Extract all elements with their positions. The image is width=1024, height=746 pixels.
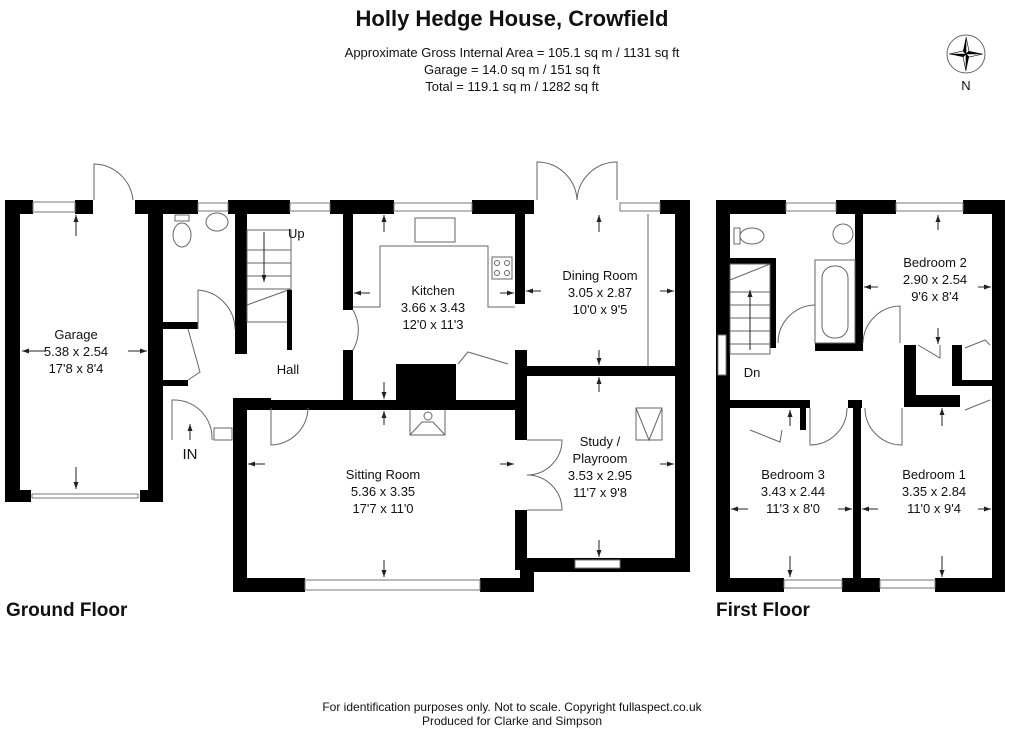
stairs-up-label: Up xyxy=(288,226,305,241)
ground-dimension-arrows xyxy=(22,215,674,577)
first-floor-label: First Floor xyxy=(716,600,810,621)
bedroom-1-metric: 3.35 x 2.84 xyxy=(902,484,966,499)
dining-room-name: Dining Room xyxy=(562,268,637,283)
bedroom-3-name: Bedroom 3 xyxy=(761,467,825,482)
compass-north-label: N xyxy=(961,78,970,92)
area-summary: Approximate Gross Internal Area = 105.1 … xyxy=(0,44,1024,95)
first-floor-stairs: Dn xyxy=(729,263,771,380)
sitting-room-imperial: 17'7 x 11'0 xyxy=(352,501,413,516)
dining-room-imperial: 10'0 x 9'5 xyxy=(573,302,628,317)
ground-stairs: Up xyxy=(246,226,305,350)
hall-label: Hall xyxy=(277,362,300,377)
sitting-room-name: Sitting Room xyxy=(346,467,420,482)
house-walls xyxy=(148,161,690,592)
first-floor-fixtures xyxy=(733,223,856,344)
kitchen-sink-icon xyxy=(414,217,456,243)
bedroom-1-name: Bedroom 1 xyxy=(902,467,966,482)
stairs-down-label: Dn xyxy=(744,365,761,380)
first-floor-plan: Dn Bedroom 2 2.90 x 2.54 9'6 x 8'4 B xyxy=(716,200,1005,592)
footer: For identification purposes only. Not to… xyxy=(0,700,1024,728)
hob-icon xyxy=(491,256,513,280)
gross-area-line: Approximate Gross Internal Area = 105.1 … xyxy=(344,45,680,60)
garage-name: Garage xyxy=(54,327,97,342)
ground-floor-plan: Up xyxy=(5,161,690,592)
fireplace-icon xyxy=(409,410,446,436)
garage-imperial: 17'8 x 8'4 xyxy=(49,361,104,376)
study-imperial: 11'7 x 9'8 xyxy=(573,485,627,500)
kitchen-name: Kitchen xyxy=(411,283,454,298)
bedroom-3-metric: 3.43 x 2.44 xyxy=(761,484,825,499)
study-name-line2: Playroom xyxy=(573,451,628,466)
bedroom-2-metric: 2.90 x 2.54 xyxy=(903,272,967,287)
entrance-label: IN xyxy=(183,446,198,463)
bedroom-3-imperial: 11'3 x 8'0 xyxy=(766,501,820,516)
study-metric: 3.53 x 2.95 xyxy=(568,468,632,483)
total-area-line: Total = 119.1 sq m / 1282 sq ft xyxy=(425,79,599,94)
produced-for-text: Produced for Clarke and Simpson xyxy=(421,714,603,728)
study-name: Study / xyxy=(580,434,621,449)
sitting-room-metric: 5.36 x 3.35 xyxy=(351,484,415,499)
bath-icon xyxy=(814,259,856,344)
ground-floor-label: Ground Floor xyxy=(6,600,128,621)
bedroom-1-imperial: 11'0 x 9'4 xyxy=(907,501,961,516)
plan-title: Holly Hedge House, Crowfield xyxy=(355,6,669,31)
kitchen-imperial: 12'0 x 11'3 xyxy=(402,317,463,332)
compass-rose-icon: N xyxy=(944,34,988,93)
first-floor-walls xyxy=(716,200,1005,592)
ground-internal-walls xyxy=(148,214,680,570)
first-dimension-arrows xyxy=(731,215,991,577)
kitchen-metric: 3.66 x 3.43 xyxy=(401,300,465,315)
dining-room-metric: 3.05 x 2.87 xyxy=(568,285,632,300)
bedroom-2-name: Bedroom 2 xyxy=(903,255,967,270)
ground-fixtures xyxy=(172,212,663,442)
disclaimer-text: For identification purposes only. Not to… xyxy=(322,700,702,714)
garage-area-line: Garage = 14.0 sq m / 151 sq ft xyxy=(424,62,600,77)
garage-metric: 5.38 x 2.54 xyxy=(44,344,108,359)
bedroom-2-imperial: 9'6 x 8'4 xyxy=(911,289,959,304)
